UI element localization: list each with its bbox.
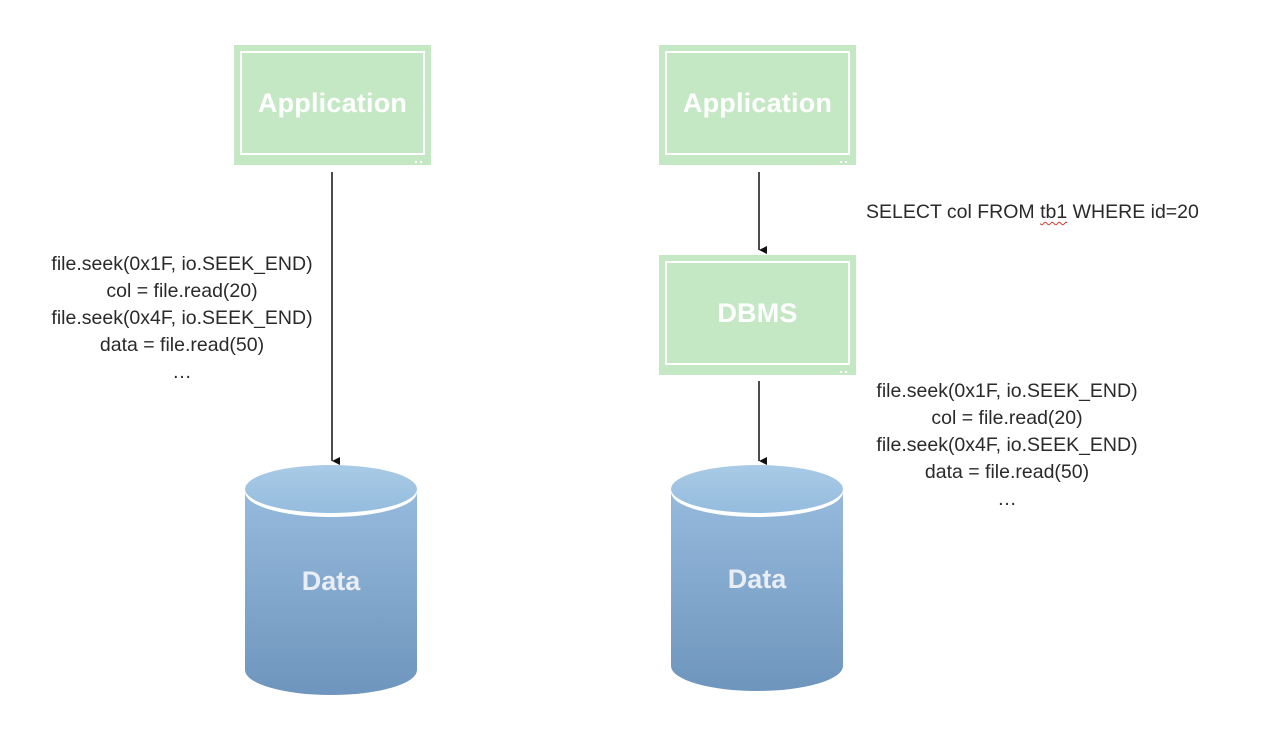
sql-query-part: WHERE id=20 — [1067, 201, 1199, 223]
resize-dots-icon — [840, 369, 848, 373]
right-data-cylinder — [671, 465, 843, 691]
left-application-inner-frame: Application — [240, 51, 425, 155]
left-application-box: Application — [234, 45, 431, 165]
right-application-inner-frame: Application — [665, 51, 850, 155]
code-line: data = file.read(50) — [99, 334, 265, 356]
left-data-label: Data — [301, 566, 361, 596]
code-line: col = file.read(20) — [106, 280, 258, 302]
right-application-label: Application — [682, 87, 833, 118]
code-line: file.seek(0x1F, io.SEEK_END) — [51, 253, 313, 275]
right-file-operations: file.seek(0x1F, io.SEEK_END) col = file.… — [849, 378, 1165, 513]
dbms-box: DBMS — [659, 255, 856, 375]
code-line: data = file.read(50) — [924, 461, 1090, 483]
left-application-label: Application — [257, 87, 408, 118]
resize-dots-icon — [840, 159, 848, 163]
dbms-inner-frame: DBMS — [665, 261, 850, 365]
sql-query-table-name: tb1 — [1040, 201, 1068, 223]
sql-query-text: SELECT col FROM tb1 WHERE id=20 — [866, 201, 1199, 224]
left-data-cylinder — [245, 465, 417, 695]
dbms-label: DBMS — [717, 297, 798, 328]
code-line-ellipsis: … — [172, 361, 192, 383]
right-data-label: Data — [727, 564, 787, 594]
code-line: col = file.read(20) — [931, 407, 1083, 429]
code-line: file.seek(0x1F, io.SEEK_END) — [876, 380, 1138, 402]
code-line: file.seek(0x4F, io.SEEK_END) — [51, 307, 313, 329]
right-application-box: Application — [659, 45, 856, 165]
sql-query-part: SELECT col FROM — [866, 201, 1041, 223]
resize-dots-icon — [415, 159, 423, 163]
code-line-ellipsis: … — [997, 488, 1017, 510]
left-file-operations: file.seek(0x1F, io.SEEK_END) col = file.… — [24, 251, 340, 386]
code-line: file.seek(0x4F, io.SEEK_END) — [876, 434, 1138, 456]
